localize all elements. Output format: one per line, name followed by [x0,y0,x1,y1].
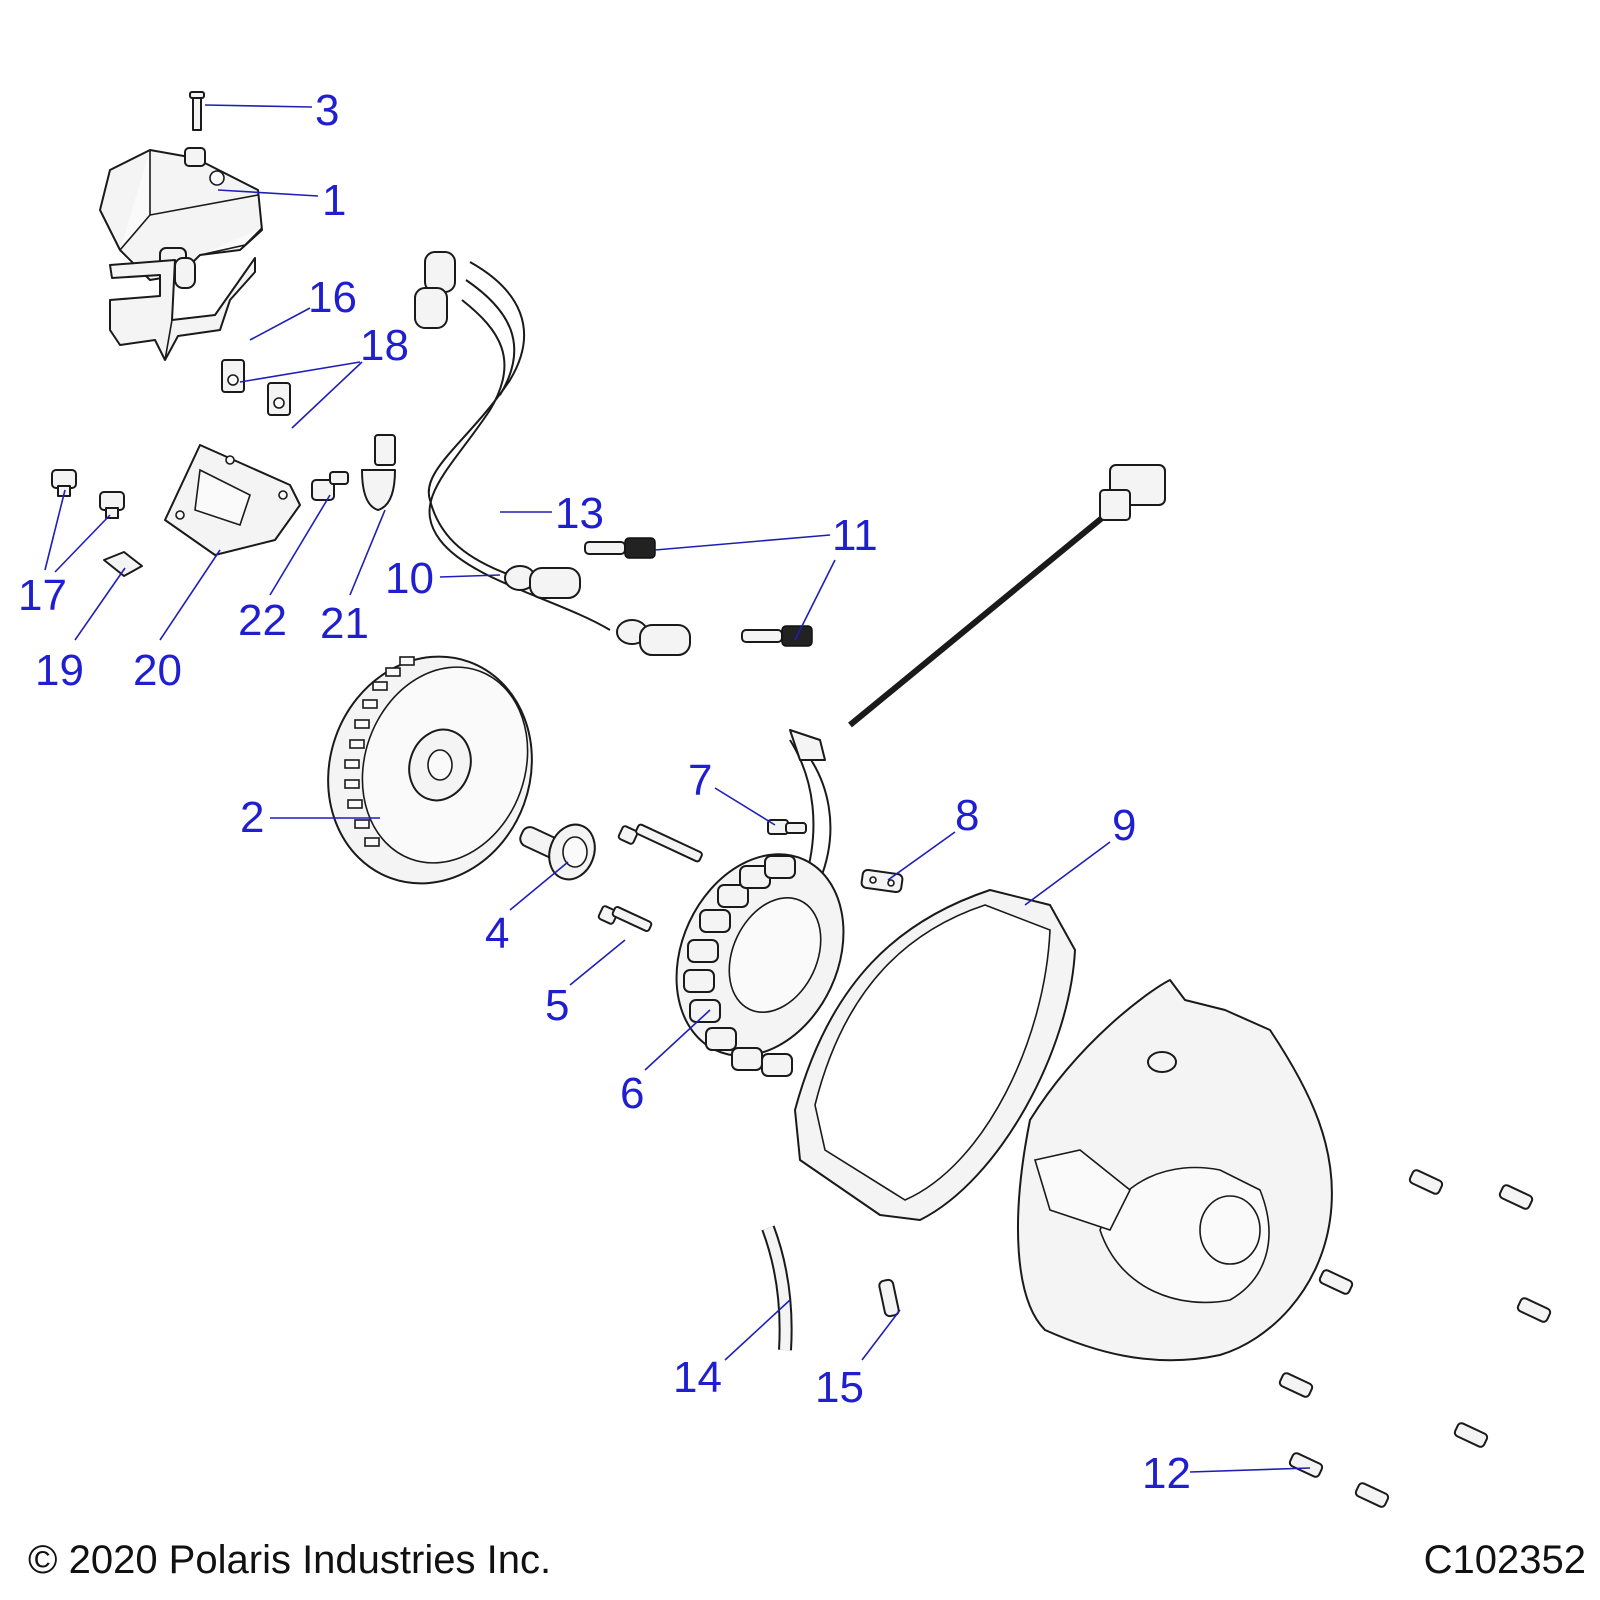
leader-6 [644,1009,711,1071]
part-grommet-8 [860,868,904,894]
part-bolt-17b [99,491,125,519]
part-stator-6 [675,853,845,1077]
callout-10: 10 [385,554,434,603]
leader-17a [44,489,66,571]
part-spark-plug-11b [741,625,813,647]
callout-14: 14 [673,1353,722,1402]
leader-8 [887,831,956,881]
part-fitting-15 [878,1278,900,1318]
leader-15 [861,1309,901,1361]
part-screw-stator [617,823,703,863]
callout-5: 5 [545,981,569,1030]
callout-17: 17 [18,571,67,620]
callout-4: 4 [485,909,509,958]
leader-17b [54,514,111,573]
callout-7: 7 [688,756,712,805]
drawing-number: C102352 [1423,1538,1586,1582]
leader-7 [714,787,776,826]
leader-19 [74,567,126,641]
part-wire-clamp-21 [361,434,396,511]
part-pin-7 [767,819,807,835]
callout-22: 22 [238,596,287,645]
part-clip-19 [103,551,143,577]
leader-18b [291,361,363,429]
leader-22 [269,494,331,596]
part-spark-plug-boot-10b [616,619,691,656]
callout-3: 3 [315,86,339,135]
leader-5 [569,939,626,986]
callout-1: 1 [322,176,346,225]
callout-21: 21 [320,599,369,648]
part-screw-3 [189,91,205,131]
leader-9 [1024,841,1111,906]
leader-20 [159,549,221,641]
leader-1 [217,189,319,197]
copyright-notice: © 2020 Polaris Industries Inc. [28,1538,552,1582]
part-spark-plug-11a [584,537,656,559]
leader-18a [239,361,361,383]
leader-21 [349,509,386,596]
callout-9: 9 [1112,801,1136,850]
callout-18: 18 [360,321,409,370]
part-screw-5 [597,905,653,932]
part-clip-18b [267,382,291,416]
leader-12 [1189,1467,1311,1473]
callout-15: 15 [815,1363,864,1412]
callout-6: 6 [620,1069,644,1118]
callout-labels: 3 1 16 18 17 19 20 22 21 13 10 11 2 7 8 … [18,86,1191,1498]
callout-13: 13 [555,489,604,538]
part-hose-14 [761,1225,793,1351]
part-bolts-12 [1278,1169,1552,1508]
part-flywheel-2 [327,655,533,885]
callout-20: 20 [133,646,182,695]
part-ignition-coil-1 [99,147,263,289]
part-bolt-22 [311,471,349,501]
part-stator-harness [789,464,1166,881]
part-mounting-plate-20 [164,444,301,556]
callout-11: 11 [832,511,878,560]
part-gasket-9 [794,889,1076,1221]
callout-19: 19 [35,646,84,695]
leader-11b [794,559,836,641]
callout-2: 2 [240,793,264,842]
part-magneto-cover [1017,979,1333,1362]
callout-12: 12 [1142,1449,1191,1498]
leader-3 [204,104,313,108]
leader-lines [44,104,1311,1473]
callout-8: 8 [955,791,979,840]
part-bracket-16 [109,257,256,361]
leader-14 [724,1299,791,1361]
part-spark-plug-boot-10a [504,565,581,599]
leader-10 [439,574,501,578]
callout-16: 16 [308,273,357,322]
leader-11a [654,534,831,551]
part-clip-18a [221,359,245,393]
leader-16 [249,307,311,341]
part-gear-4 [519,823,596,881]
leader-4 [509,861,569,911]
part-spark-plug-wires-13 [414,251,611,631]
